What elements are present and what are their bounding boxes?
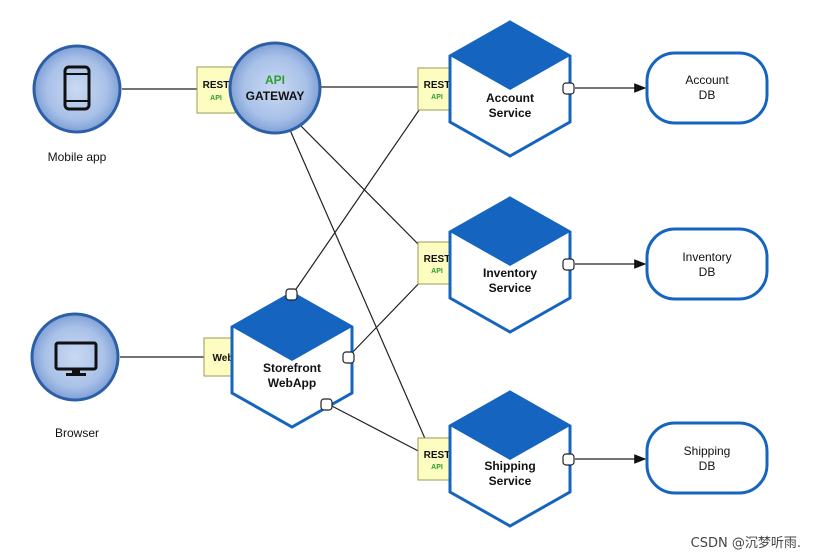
storefront-webapp[interactable]: Storefront WebApp <box>230 288 355 429</box>
svg-text:Shipping: Shipping <box>484 459 535 473</box>
storefront-to-account-line <box>291 99 427 296</box>
svg-text:REST: REST <box>424 254 451 265</box>
gateway-api-label: API <box>265 73 285 87</box>
gateway-to-inventory-line <box>299 124 425 251</box>
account-port <box>562 82 575 95</box>
svg-text:API: API <box>431 464 443 471</box>
inventory-port <box>562 258 575 271</box>
svg-text:Service: Service <box>489 474 532 488</box>
svg-text:API: API <box>431 94 443 101</box>
svg-text:API: API <box>210 95 222 102</box>
svg-text:Inventory: Inventory <box>682 250 731 264</box>
svg-text:Account: Account <box>486 91 534 105</box>
mobile-app-label: Mobile app <box>48 150 107 164</box>
shipping-port <box>562 453 575 466</box>
storefront-port-right <box>342 351 355 364</box>
svg-text:Web: Web <box>213 353 234 364</box>
svg-text:Service: Service <box>489 281 532 295</box>
account-db[interactable]: Account DB <box>645 51 769 125</box>
storefront-to-shipping-line <box>327 403 427 456</box>
svg-text:Inventory: Inventory <box>483 266 537 280</box>
svg-text:Service: Service <box>489 106 532 120</box>
gateway-to-shipping-line <box>289 129 431 451</box>
browser-label: Browser <box>55 426 99 440</box>
svg-text:Shipping: Shipping <box>684 444 731 458</box>
mobile-app-client[interactable]: Mobile app <box>32 44 122 164</box>
svg-text:REST: REST <box>424 80 451 91</box>
storefront-port-top <box>285 288 298 301</box>
gateway-label: GATEWAY <box>246 89 305 103</box>
browser-client[interactable]: Browser <box>30 312 120 440</box>
svg-text:REST: REST <box>424 450 451 461</box>
storefront-to-inventory-line <box>347 275 427 358</box>
svg-text:DB: DB <box>699 88 716 102</box>
storefront-port-bottom <box>320 398 333 411</box>
watermark: CSDN @沉梦听雨. <box>690 536 801 551</box>
inventory-service[interactable]: Inventory Service <box>448 196 575 334</box>
svg-text:Storefront: Storefront <box>263 361 321 375</box>
connectors <box>120 83 647 464</box>
inventory-db[interactable]: Inventory DB <box>645 227 769 301</box>
smartphone-icon <box>63 65 91 111</box>
svg-text:REST: REST <box>203 80 230 91</box>
svg-text:WebApp: WebApp <box>268 376 316 390</box>
svg-text:Account: Account <box>685 73 729 87</box>
svg-text:DB: DB <box>699 459 716 473</box>
account-service[interactable]: Account Service <box>448 20 575 158</box>
shipping-db[interactable]: Shipping DB <box>645 421 769 495</box>
shipping-service[interactable]: Shipping Service <box>448 390 575 528</box>
monitor-icon <box>54 341 98 376</box>
svg-text:API: API <box>431 268 443 275</box>
api-gateway[interactable]: API GATEWAY <box>228 41 322 135</box>
svg-text:DB: DB <box>699 265 716 279</box>
